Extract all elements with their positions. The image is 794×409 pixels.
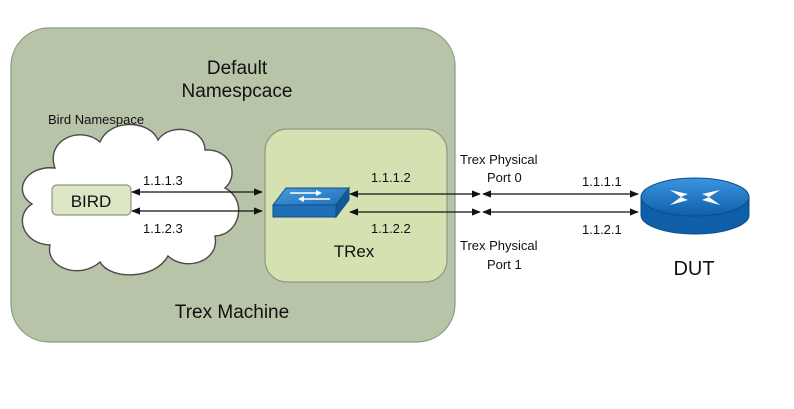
default-namespace-title-line1: Default <box>207 58 268 79</box>
port1-label-line2: Port 1 <box>487 257 522 272</box>
port0-label-line2: Port 0 <box>487 170 522 185</box>
dut-label: DUT <box>673 258 714 280</box>
switch-icon <box>271 186 351 219</box>
port0-label-line1: Trex Physical <box>460 152 538 167</box>
router-icon <box>640 177 750 235</box>
trex-ip-bottom: 1.1.2.2 <box>371 221 411 236</box>
port1-label-line1: Trex Physical <box>460 238 538 253</box>
bird-ip-top: 1.1.1.3 <box>143 173 183 188</box>
dut-ip-top: 1.1.1.1 <box>582 174 622 189</box>
trex-machine-label: Trex Machine <box>175 302 289 323</box>
bird-ip-bottom: 1.1.2.3 <box>143 221 183 236</box>
trex-ip-top: 1.1.1.2 <box>371 170 411 185</box>
dut-ip-bottom: 1.1.2.1 <box>582 222 622 237</box>
trex-label: TRex <box>334 242 375 261</box>
bird-box-label: BIRD <box>71 192 112 211</box>
bird-namespace-label: Bird Namespace <box>48 112 144 127</box>
default-namespace-title-line2: Namespcace <box>182 81 293 102</box>
bird-box <box>51 184 132 216</box>
trex-box <box>264 128 448 283</box>
